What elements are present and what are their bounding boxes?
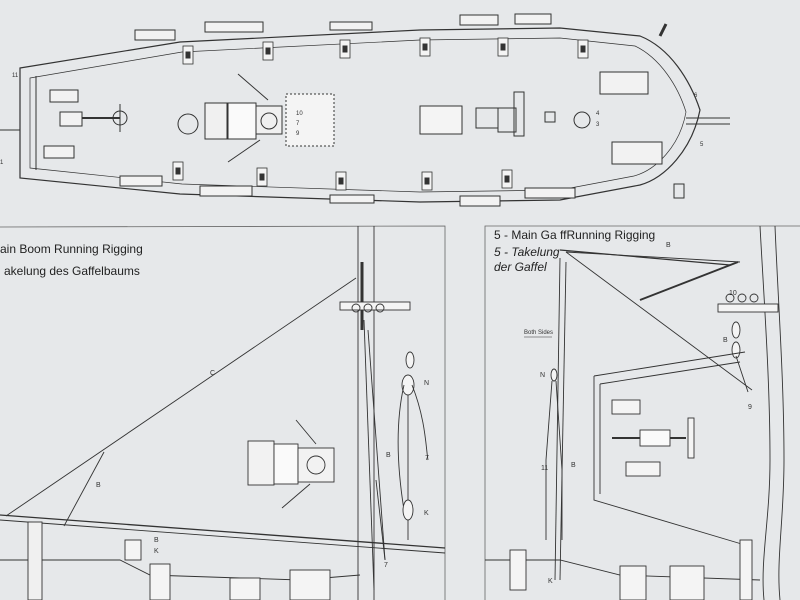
main-boom-panel [0, 225, 446, 600]
deck-number-7: 7 [296, 121, 300, 127]
right-panel-title-german-1: 5 - Takelung [494, 245, 560, 259]
label-b-lower: B [154, 537, 159, 544]
left-panel-title-german: akelung des Gaffelbaums [4, 264, 140, 278]
label-b-top: B [666, 242, 671, 249]
deck-number-6: 6 [694, 93, 698, 99]
deck-plan [0, 13, 730, 207]
label-b-line: B [96, 482, 101, 489]
deck-number-5: 5 [700, 142, 704, 148]
deck-number-10: 10 [296, 111, 303, 117]
label-10: 10 [729, 290, 737, 297]
label-k-block: K [424, 510, 429, 517]
right-panel-title-german-2: der Gaffel [494, 260, 547, 274]
label-n: N [424, 380, 430, 387]
label-k-right: K [548, 578, 553, 585]
deck-number-4: 4 [596, 111, 600, 117]
deck-number-11: 11 [12, 73, 19, 79]
label-9: 9 [748, 404, 752, 411]
left-panel-title-english: ain Boom Running Rigging [0, 242, 143, 256]
main-gaff-panel [484, 225, 800, 600]
label-both-sides: Both Sides [524, 330, 554, 336]
label-b-block: B [386, 452, 391, 459]
right-panel-title-english: 5 - Main Ga ffRunning Rigging [494, 228, 656, 242]
deck-number-9: 9 [296, 131, 300, 137]
label-7-a: 7 [425, 455, 429, 462]
label-b-low: B [571, 462, 576, 469]
label-7-b: 7 [384, 562, 388, 569]
label-n-right: N [540, 372, 546, 379]
deck-number-3: 3 [596, 122, 600, 128]
label-c: C [210, 370, 216, 377]
label-b-mid: B [723, 337, 728, 344]
label-11: 11 [541, 465, 549, 472]
label-k-lower: K [154, 548, 159, 555]
deck-number-1: 1 [0, 160, 4, 166]
